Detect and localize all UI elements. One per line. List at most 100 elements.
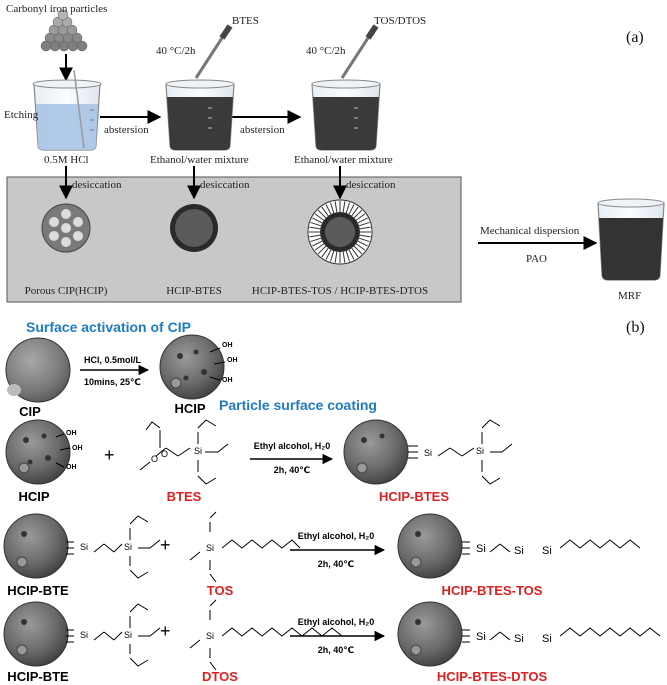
carbonyl-label: Carbonyl iron particles (6, 3, 108, 15)
hcip-btes-tos-product-particle-icon (397, 513, 463, 579)
brush-chain-line (317, 209, 327, 219)
brush-chain-line (312, 217, 323, 224)
brush-chain-line (358, 221, 370, 227)
hcip-label-activation: HCIP (174, 401, 206, 416)
si-label-row2-product-a: Si (476, 543, 486, 555)
porous-cip-label: Porous CIP(HCIP) (24, 285, 108, 297)
row2-reactant-label: HCIP-BTE (7, 583, 69, 598)
btes-structure-icon (139, 419, 229, 485)
si-label-row1: Si (194, 446, 203, 456)
row2-reagent-label: TOS (206, 583, 234, 598)
mechanical-dispersion-label: Mechanical dispersion (480, 225, 580, 237)
si-label-row3-product-b: Si (514, 633, 524, 645)
etching-label: Etching (4, 109, 39, 121)
si-label-row3-product-a: Si (476, 631, 486, 643)
brush-chain-line (351, 247, 359, 258)
brush-chain-line (321, 206, 329, 217)
brush-chain-line (329, 250, 335, 262)
pao-label: PAO (526, 253, 547, 265)
mrf-label: MRF (618, 290, 642, 302)
brush-chain-line (334, 251, 338, 263)
row1-reagent-label: BTES (166, 489, 202, 504)
row3-product-label: HCIP-BTES-DTOS (436, 669, 548, 684)
oh-label-1: OH (222, 342, 233, 349)
desiccation-label-2: desiccation (200, 179, 250, 191)
hcip-btes-dtos-product-particle-icon (397, 601, 463, 667)
si-label-row3-product-c: Si (542, 633, 552, 645)
brush-chain-line (325, 249, 332, 260)
activation-condition-1: HCl, 0.5mol/L (84, 355, 142, 365)
row2-product-label: HCIP-BTES-TOS (441, 583, 543, 598)
brush-chain-line (309, 226, 321, 230)
si-label-row2-product-c: Si (542, 545, 552, 557)
temperature-label-1: 40 °C/2h (156, 45, 196, 57)
cip-label: CIP (19, 404, 41, 419)
brush-chain-line (334, 201, 338, 213)
plus-sign-row3: + (160, 621, 171, 641)
brush-chain-line (310, 221, 322, 227)
brush-chain-line (342, 251, 346, 263)
brush-chain-line (359, 234, 371, 238)
tos-dtos-dropper-icon (340, 24, 379, 79)
hcip-bte-row3-particle-icon (3, 601, 69, 667)
o-label-row1-a: O (151, 454, 159, 464)
row1-product-label: HCIP-BTES (378, 489, 450, 504)
brush-chain-line (355, 213, 366, 221)
hcip-btes-product-particle-icon (343, 419, 409, 485)
brush-chain-line (312, 240, 323, 247)
si-label-row2-reactant-b: Si (124, 542, 133, 552)
btes-reagent-label: BTES (232, 15, 259, 27)
ethanol-label-1: Ethanol/water mixture (150, 154, 249, 166)
brush-chain-line (357, 240, 368, 247)
si-label-row3-dtos: Si (206, 631, 215, 641)
oh-label-row1-a: OH (66, 430, 77, 437)
o-label-row1-b: O (161, 449, 169, 459)
hcl-label: 0.5M HCl (44, 154, 89, 166)
oh-label-row1-b: OH (72, 445, 83, 452)
row3-condition-1: Ethyl alcohol, H₂0 (297, 617, 375, 627)
panel-b-tag: (b) (626, 319, 645, 336)
brush-chain-line (325, 204, 332, 215)
brush-chain-line (353, 209, 363, 219)
cip-sem-particle-icon (5, 337, 71, 403)
brush-chain-line (342, 201, 346, 213)
hcip-btes-box-label: HCIP-BTES (166, 285, 222, 297)
row1-condition-1: Ethyl alcohol, H₂0 (253, 441, 331, 451)
plus-sign-row1: + (104, 445, 115, 465)
brush-chain-line (351, 206, 359, 217)
brush-chain-line (310, 237, 322, 243)
temperature-label-2: 40 °C/2h (306, 45, 346, 57)
carbonyl-iron-particles-icon (40, 9, 88, 52)
coating-title: Particle surface coating (219, 397, 377, 413)
porous-cip-particle-icon (41, 203, 91, 253)
abstersion-label-2: abstersion (240, 124, 285, 136)
row3-reagent-label: DTOS (202, 669, 238, 684)
brush-chain-line (345, 250, 351, 262)
oh-label-3: OH (222, 377, 233, 384)
brush-chain-line (348, 249, 355, 260)
desiccation-label-1: desiccation (72, 179, 122, 191)
plus-sign-row2: + (160, 535, 171, 555)
row1-reactant-label: HCIP (18, 489, 50, 504)
brush-chain-line (309, 234, 321, 238)
hcl-beaker-icon (32, 69, 102, 151)
ethanol-label-2: Ethanol/water mixture (294, 154, 393, 166)
si-label-row2-product-b: Si (514, 545, 524, 557)
si-label-row2-reactant: Si (80, 542, 89, 552)
row2-condition-2: 2h, 40℃ (317, 559, 355, 569)
si-label-row1-product-b: Si (476, 446, 485, 456)
brush-chain-line (317, 245, 327, 255)
brush-chain-line (357, 217, 368, 224)
si-label-row3-reactant-b: Si (124, 630, 133, 640)
panel-a-tag: (a) (626, 29, 644, 46)
surface-activation-title: Surface activation of CIP (26, 319, 191, 335)
row3-reactant-label: HCIP-BTE (7, 669, 69, 684)
brush-chain-line (359, 226, 371, 230)
si-label-row3-reactant: Si (80, 630, 89, 640)
brush-chain-line (345, 202, 351, 214)
brush-chain-line (355, 243, 366, 251)
oh-label-2: OH (227, 357, 238, 364)
row2-condition-1: Ethyl alcohol, H₂0 (297, 531, 375, 541)
mrf-beaker-icon (597, 198, 665, 281)
